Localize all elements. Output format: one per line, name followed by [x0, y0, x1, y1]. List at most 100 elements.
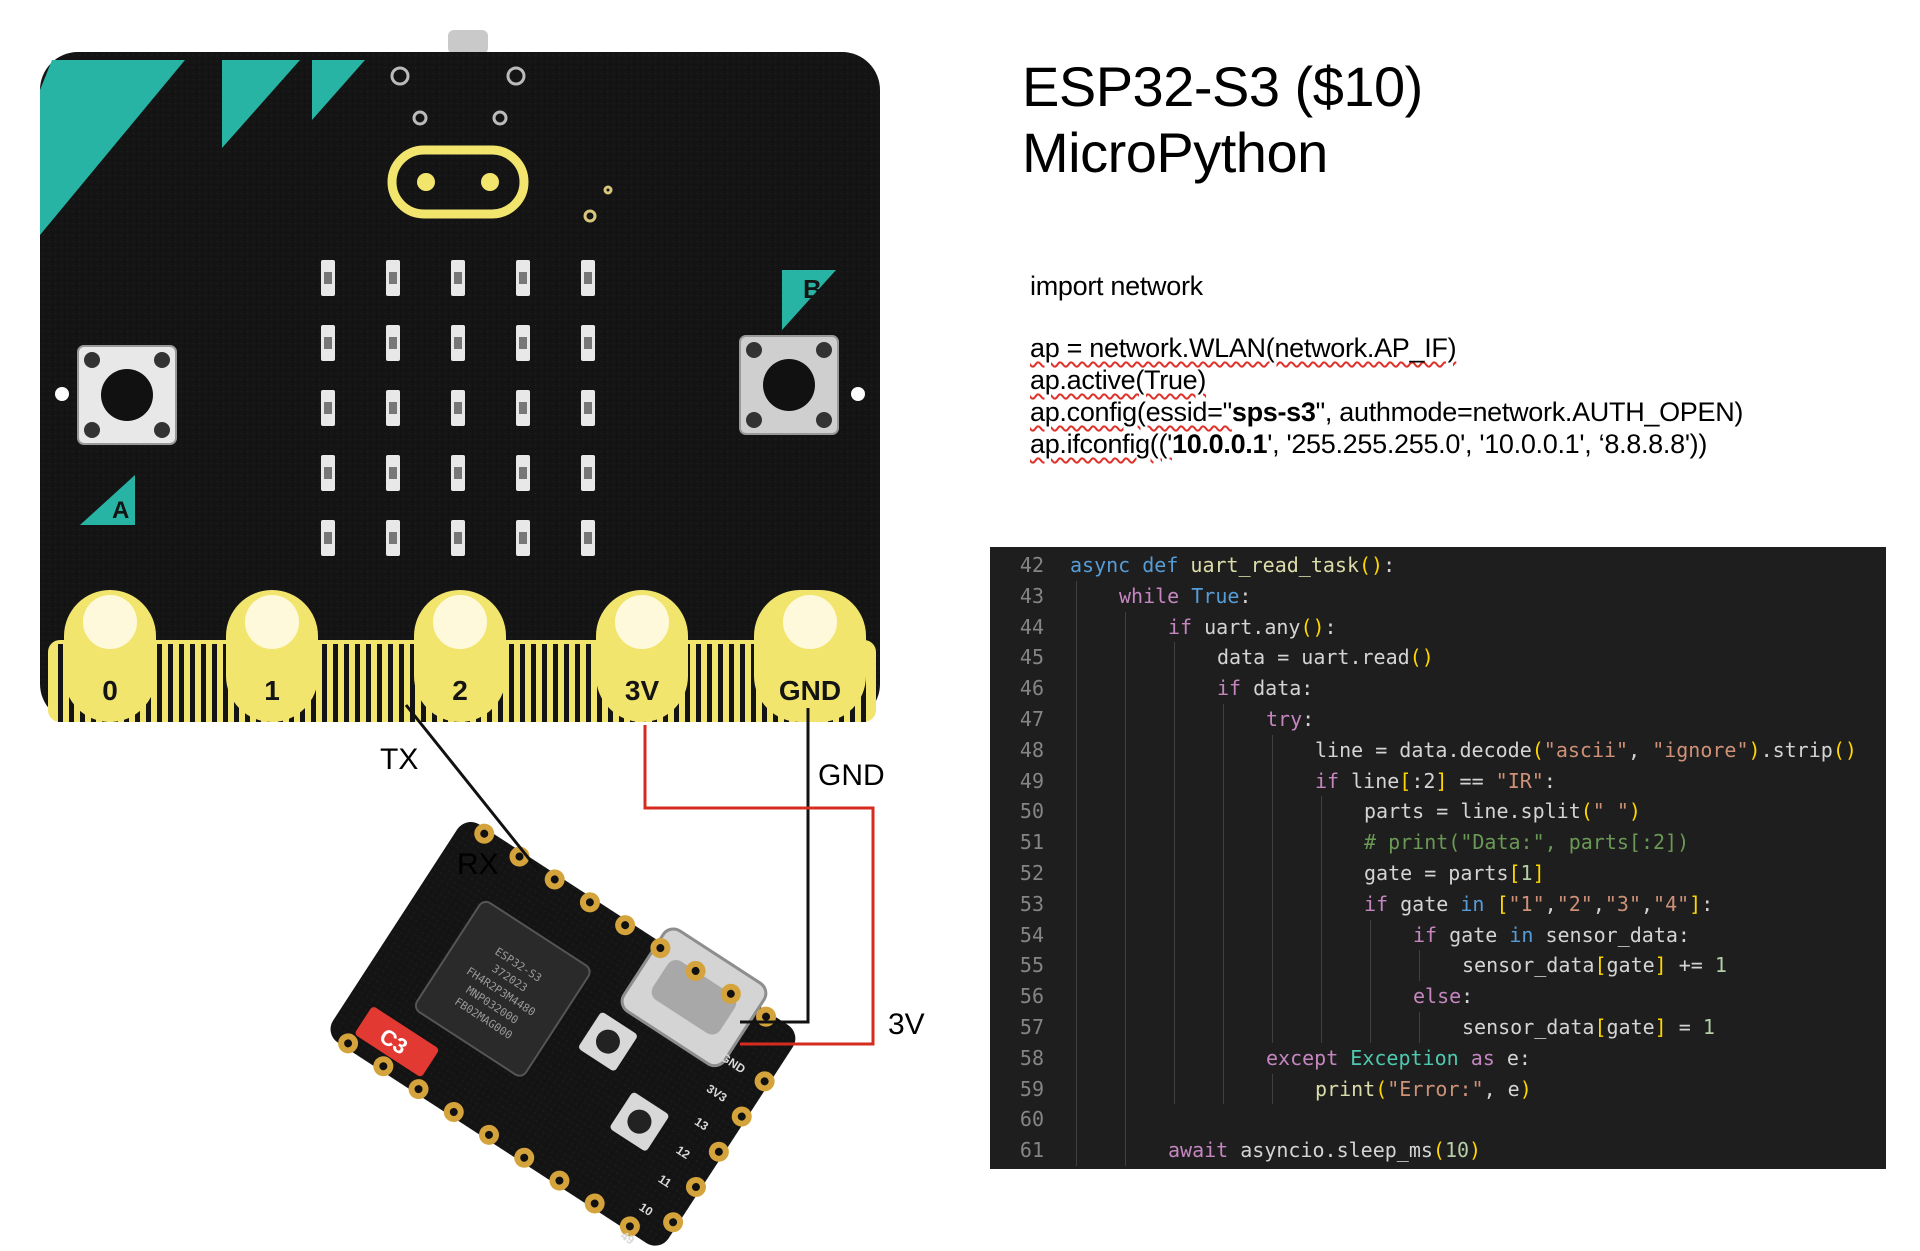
line-number: 47	[1019, 707, 1044, 731]
title-line-2: MicroPython	[1022, 121, 1328, 184]
button-a	[55, 345, 177, 445]
line-number: 44	[1019, 614, 1044, 639]
title-line-1: ESP32-S3 ($10)	[1022, 55, 1423, 118]
led	[516, 325, 530, 361]
led	[516, 520, 530, 556]
esp32-chip	[414, 900, 591, 1077]
edge-pin-gnd: GND	[754, 590, 866, 722]
edge-stripe	[366, 644, 371, 722]
line-number: 49	[1019, 768, 1044, 793]
edge-pin-0: 0	[64, 590, 156, 722]
indent-guide	[1419, 1012, 1420, 1043]
led	[516, 390, 530, 426]
indent-guide	[1419, 950, 1420, 982]
code-line: 45 data = uart.read()	[990, 642, 1886, 672]
3v-label: 3V	[888, 1008, 925, 1041]
led	[581, 520, 595, 556]
led	[386, 260, 400, 296]
code-text: await asyncio.sleep_ms(10)	[1168, 1138, 1482, 1163]
led-matrix	[321, 260, 595, 556]
code-text: if gate in ["1","2","3","4"]:	[1364, 891, 1714, 916]
top-holes	[390, 66, 613, 223]
edge-stripe	[520, 644, 525, 722]
edge-stripe	[333, 644, 338, 722]
edge-stripe	[542, 644, 547, 722]
code-text: else:	[1413, 984, 1474, 1009]
line-number: 45	[1019, 645, 1044, 670]
3v-wire	[643, 725, 875, 1046]
edge-stripe	[685, 644, 690, 722]
code-text: if line[:2] == "IR":	[1315, 768, 1556, 793]
edge-stripe	[212, 644, 217, 722]
tx-rx-wire	[404, 704, 540, 871]
snippet-line-5-c: ', '255.255.255.0', '10.0.0.1', ‘8.8.8.8…	[1267, 429, 1708, 459]
line-number: 48	[1019, 737, 1044, 762]
line-number: 52	[1019, 861, 1044, 885]
edge-stripe	[553, 644, 558, 722]
edge-stripe	[179, 644, 184, 722]
led	[581, 325, 595, 361]
line-number: 60	[1019, 1107, 1044, 1132]
edge-stripe	[344, 644, 349, 722]
gnd-wire	[740, 708, 810, 1024]
code-text: data = uart.read()	[1217, 645, 1434, 670]
edge-pin-label: 3V	[625, 675, 660, 706]
led	[321, 260, 335, 296]
code-text: sensor_data[gate] += 1	[1462, 953, 1727, 978]
snippet-line-3-text: ap.active(True)	[1030, 365, 1207, 395]
line-number: 61	[1019, 1138, 1044, 1163]
edge-stripe	[509, 644, 514, 722]
button-a-label: A	[112, 497, 129, 524]
edge-stripe	[531, 644, 536, 722]
esp32-pcb	[330, 822, 796, 1246]
title: ESP32-S3 ($10) MicroPython	[1022, 54, 1423, 186]
code-text: async def uart_read_task():	[1070, 553, 1396, 577]
line-number: 46	[1019, 676, 1044, 701]
snippet-line-3: ap.active(True)	[1030, 364, 1743, 396]
snippet-line-5: ap.ifconfig(('10.0.0.1', '255.255.255.0'…	[1030, 428, 1743, 460]
edge-stripe	[751, 644, 756, 722]
edge-stripe	[410, 644, 415, 722]
edge-stripe	[377, 644, 382, 722]
edge-stripe	[201, 644, 206, 722]
edge-pin-label: 1	[264, 675, 280, 706]
rx-label: RX	[457, 848, 499, 881]
gnd-label: GND	[818, 759, 885, 792]
edge-stripe	[740, 644, 745, 722]
code-text: # print("Data:", parts[:2])	[1364, 830, 1690, 855]
line-number: 55	[1019, 953, 1044, 978]
edge-stripe	[729, 644, 734, 722]
edge-stripe	[696, 644, 701, 722]
snippet-line-2: ap = network.WLAN(network.AP_IF)	[1030, 332, 1743, 364]
code-text: while True:	[1119, 583, 1252, 608]
snippet-line-4-c: ", authmode=network.AUTH_OPEN)	[1315, 397, 1744, 427]
led	[516, 260, 530, 296]
code-line: 61 await asyncio.sleep_ms(10)	[990, 1135, 1886, 1165]
led	[321, 325, 335, 361]
code-text: if gate in sensor_data:	[1413, 922, 1690, 947]
led	[451, 455, 465, 491]
line-number: 51	[1019, 830, 1044, 855]
indent-guide	[1272, 734, 1273, 1043]
edge-stripe	[718, 644, 723, 722]
code-text: print("Error:", e)	[1315, 1076, 1532, 1101]
indent-guide	[1174, 642, 1175, 1105]
edge-stripe	[58, 644, 63, 722]
code-text: try:	[1266, 707, 1315, 731]
edge-pin-1: 1	[226, 590, 318, 722]
microbit-pcb	[40, 52, 880, 722]
ap-config-snippet: import network ap = network.WLAN(network…	[1030, 270, 1743, 460]
edge-stripe	[190, 644, 195, 722]
edge-stripe	[707, 644, 712, 722]
led	[516, 455, 530, 491]
line-number: 58	[1019, 1045, 1044, 1070]
code-text: sensor_data[gate] = 1	[1462, 1015, 1715, 1039]
edge-stripe	[575, 644, 580, 722]
